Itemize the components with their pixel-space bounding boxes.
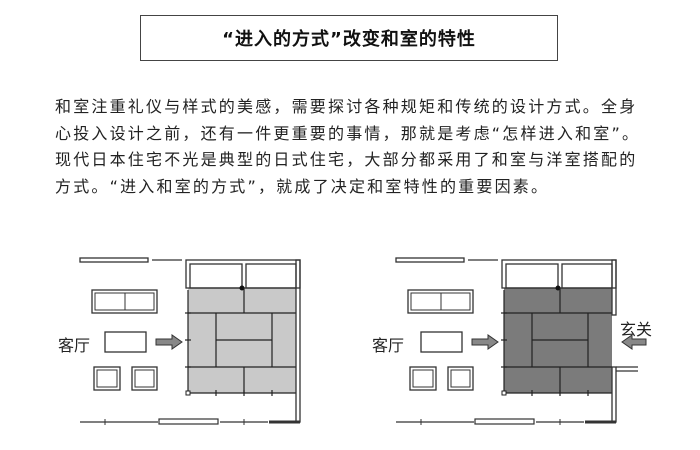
- living-room-label: 客厅: [58, 336, 91, 355]
- right-wall: [611, 259, 638, 423]
- paragraph-line: 现代日本住宅不光是典型的日式住宅，大部分都采用了和室与洋室搭配的: [55, 150, 638, 169]
- entrance-arrow: [621, 334, 647, 350]
- living-room-label: 客厅: [372, 336, 405, 355]
- page-title: “进入的方式”改变和室的特性: [222, 29, 476, 50]
- right-wall: [295, 259, 301, 423]
- floor-plan-living-entry: [79, 257, 301, 426]
- paragraph-line: 和室注重礼仪与样式的美感，需要探讨各种规矩和传统的设计方式。全身: [55, 97, 638, 116]
- paragraph-line: 方式。“进入和室的方式”，就成了决定和室特性的重要因素。: [55, 176, 550, 196]
- paragraph-line: 心投入设计之前，还有一件更重要的事情，那就是考虑“怎样进入和室”。: [55, 123, 641, 143]
- body-paragraph: 和室注重礼仪与样式的美感，需要探讨各种规矩和传统的设计方式。全身 心投入设计之前…: [55, 94, 675, 200]
- floor-plan-entrance-entry: [395, 257, 647, 426]
- title-box: “进入的方式”改变和室的特性: [140, 15, 558, 61]
- entrance-label: 玄关: [620, 320, 653, 339]
